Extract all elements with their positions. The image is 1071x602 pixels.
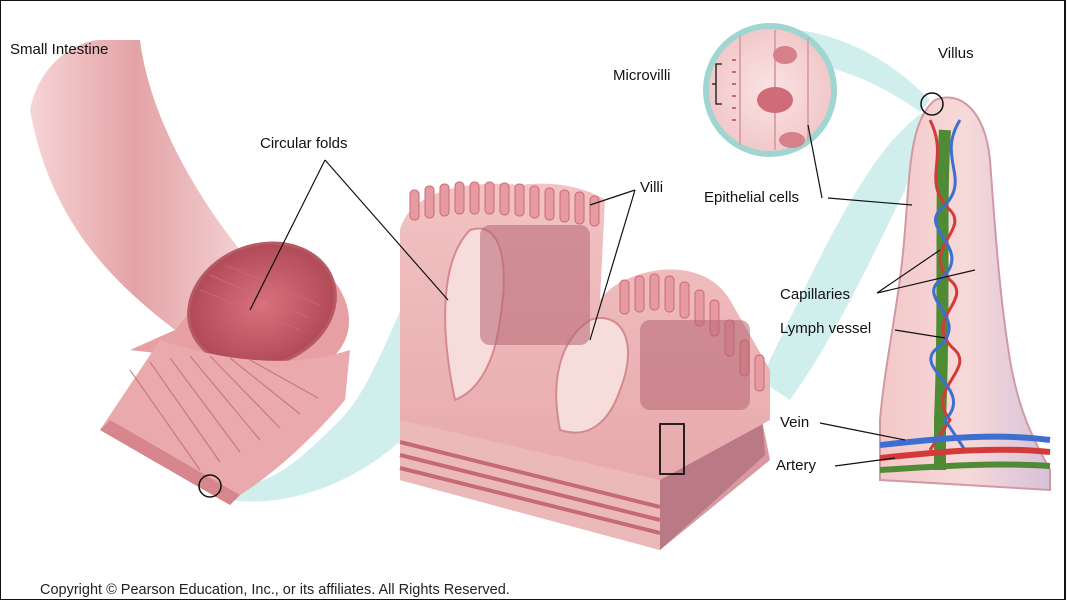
- label-lymph-vessel: Lymph vessel: [780, 321, 871, 336]
- label-microvilli: Microvilli: [613, 68, 671, 83]
- label-villus: Villus: [938, 46, 974, 61]
- label-epithelial-cells: Epithelial cells: [704, 190, 799, 205]
- label-artery: Artery: [776, 458, 816, 473]
- label-villi: Villi: [640, 180, 663, 195]
- label-small-intestine: Small Intestine: [10, 42, 108, 57]
- copyright-notice: Copyright © Pearson Education, Inc., or …: [40, 582, 510, 598]
- label-capillaries: Capillaries: [780, 287, 850, 302]
- label-vein: Vein: [780, 415, 809, 430]
- label-circular-folds: Circular folds: [260, 136, 348, 151]
